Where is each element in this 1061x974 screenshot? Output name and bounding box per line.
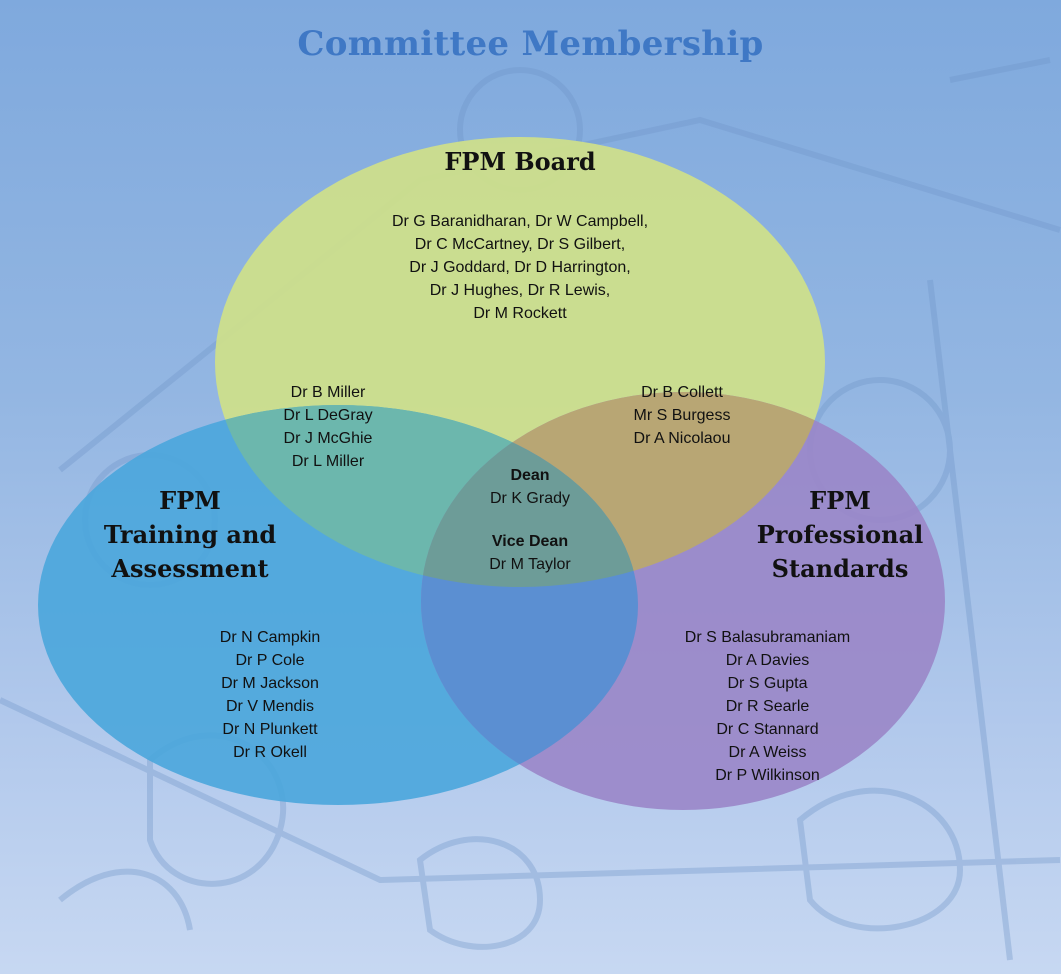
standards-member: Dr S Balasubramaniam — [684, 629, 851, 646]
standards-member: Dr R Searle — [725, 698, 810, 715]
page-title: Committee Membership — [297, 24, 764, 64]
training-heading-line: FPM — [159, 486, 221, 515]
board-member-line: Dr C McCartney, Dr S Gilbert, — [414, 236, 626, 253]
vice-dean-name: Dr M Taylor — [489, 556, 571, 573]
dean-label: Dean — [510, 467, 550, 484]
board-standards-member: Mr S Burgess — [633, 407, 731, 424]
board-member-line: Dr M Rockett — [473, 305, 567, 322]
training-member: Dr N Plunkett — [222, 721, 318, 738]
standards-member: Dr P Wilkinson — [715, 767, 820, 784]
training-member: Dr N Campkin — [219, 629, 321, 646]
overlap-all-three — [421, 405, 638, 587]
training-member: Dr V Mendis — [225, 698, 315, 715]
dean-name: Dr K Grady — [489, 490, 570, 507]
standards-member: Dr S Gupta — [727, 675, 808, 692]
vice-dean-block: Vice Dean Dr M Taylor — [440, 530, 620, 576]
training-member: Dr M Jackson — [221, 675, 319, 692]
vice-dean-label: Vice Dean — [491, 533, 569, 550]
board-standards-member: Dr A Nicolaou — [633, 430, 731, 447]
standards-member: Dr A Weiss — [728, 744, 807, 761]
standards-heading-line: FPM — [809, 486, 871, 515]
board-members: Dr G Baranidharan, Dr W Campbell, Dr C M… — [320, 210, 720, 325]
training-heading-line: Training and — [103, 520, 277, 549]
training-heading-line: Assessment — [111, 554, 269, 583]
board-standards-member: Dr B Collett — [641, 384, 723, 401]
board-training-member: Dr L Miller — [291, 453, 365, 470]
board-standards-members: Dr B Collett Mr S Burgess Dr A Nicolaou — [592, 381, 772, 450]
board-training-member: Dr L DeGray — [283, 407, 373, 424]
training-member: Dr P Cole — [235, 652, 305, 669]
board-training-members: Dr B Miller Dr L DeGray Dr J McGhie Dr L… — [238, 381, 418, 473]
board-training-member: Dr J McGhie — [283, 430, 373, 447]
board-member-line: Dr G Baranidharan, Dr W Campbell, — [391, 213, 649, 230]
training-heading: FPM Training and Assessment — [80, 484, 300, 586]
training-member: Dr R Okell — [233, 744, 307, 761]
board-member-line: Dr J Hughes, Dr R Lewis, — [429, 282, 611, 299]
standards-heading-line: Professional — [756, 520, 924, 549]
board-heading: FPM Board — [444, 147, 596, 176]
standards-member: Dr C Stannard — [716, 721, 819, 738]
officers-block: Dean Dr K Grady — [440, 464, 620, 510]
board-member-line: Dr J Goddard, Dr D Harrington, — [409, 259, 631, 276]
training-members: Dr N Campkin Dr P Cole Dr M Jackson Dr V… — [190, 626, 350, 764]
standards-heading-line: Standards — [771, 554, 909, 583]
board-training-member: Dr B Miller — [290, 384, 366, 401]
standards-members: Dr S Balasubramaniam Dr A Davies Dr S Gu… — [660, 626, 875, 787]
standards-member: Dr A Davies — [725, 652, 810, 669]
standards-heading: FPM Professional Standards — [735, 484, 945, 586]
